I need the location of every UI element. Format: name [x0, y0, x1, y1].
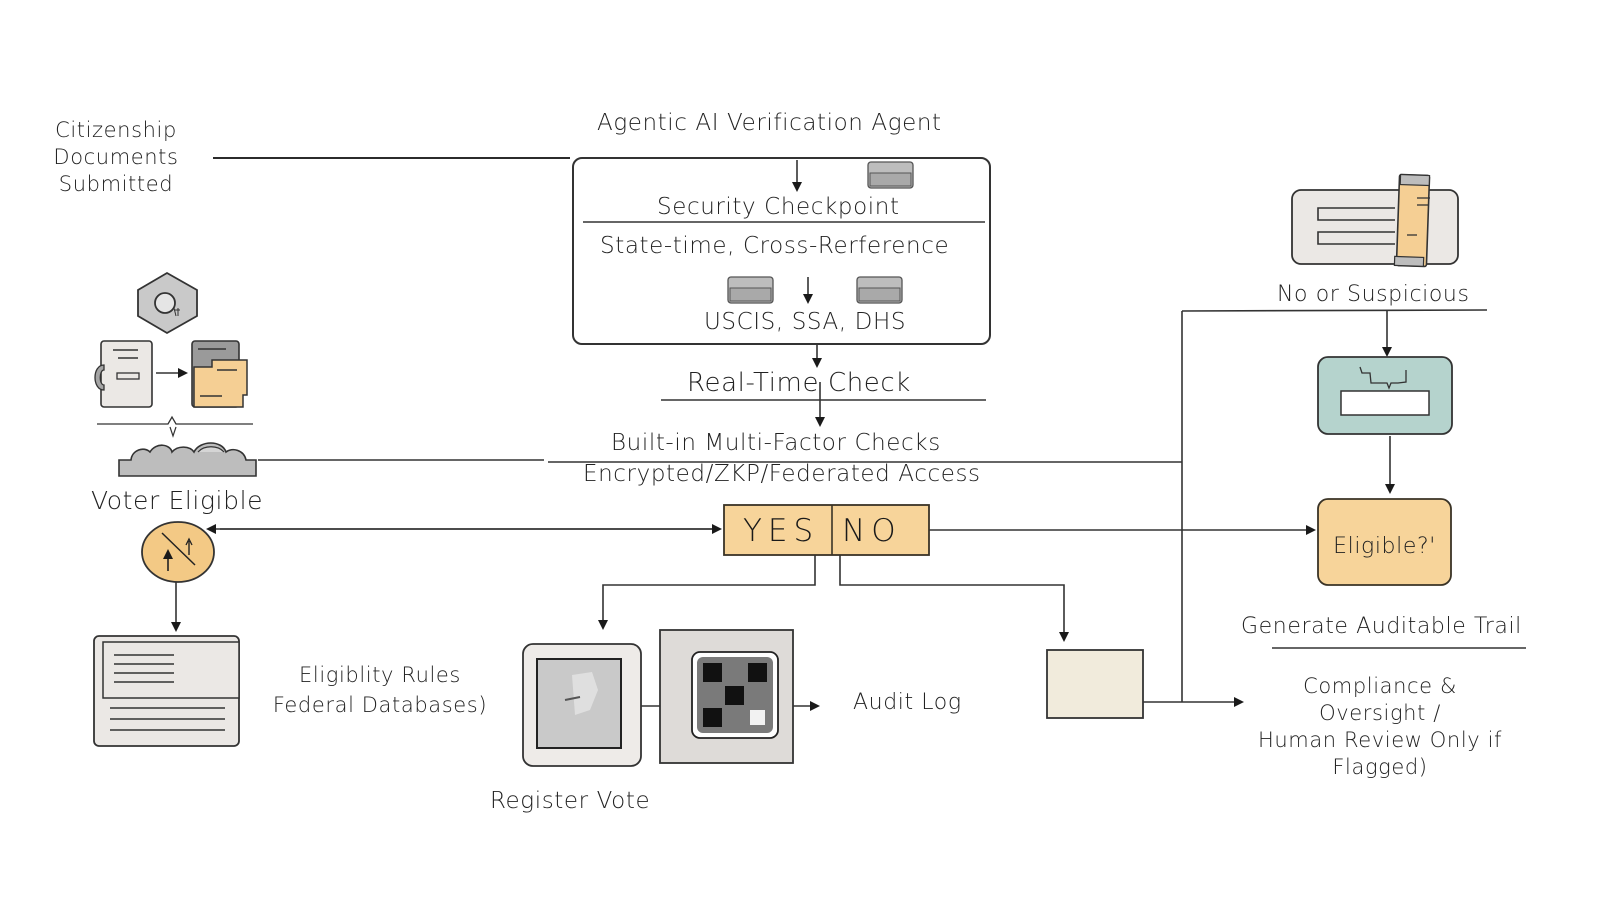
eligible-question-label: Eligible?'	[1333, 534, 1436, 559]
no-option: NO	[842, 513, 902, 549]
left-divider-notch	[169, 426, 177, 438]
multi-factor-label: Built-in Multi-Factor Checks	[611, 430, 941, 456]
lock-nut-icon	[137, 271, 198, 335]
compliance-label: Compliance & Oversight / Human Review On…	[1257, 674, 1502, 779]
id-card-icon	[1291, 173, 1459, 268]
arrow-yes-to-register	[598, 555, 816, 630]
connector-suspicious-branch	[1181, 309, 1488, 312]
citizenship-docs-label: Citizenship Documents Submitted	[53, 118, 179, 196]
real-time-check-label: Real-Time Check	[687, 368, 911, 398]
database-drive-icon	[867, 161, 914, 189]
document-transfer-icon	[94, 340, 153, 408]
agencies-label: USCIS, SSA, DHS	[704, 309, 907, 335]
record-box	[1046, 649, 1144, 719]
scanner-icon	[1317, 356, 1453, 435]
security-checkpoint-label: Security Checkpoint	[657, 194, 900, 220]
register-vote-label: Register Vote	[490, 788, 651, 814]
eligibility-rules-label: Eligiblity Rules Federal Databases)	[272, 663, 488, 717]
database-drive-icon	[727, 276, 774, 304]
voter-photo-icon	[522, 643, 642, 767]
voter-eligible-label: Voter Eligible	[91, 486, 264, 515]
eligible-decision-box	[1317, 498, 1452, 586]
yes-option: YES	[743, 513, 820, 549]
agent-title: Agentic AI Verification Agent	[597, 110, 942, 136]
yes-no-decision-box	[723, 504, 930, 556]
audit-log-label: Audit Log	[853, 690, 962, 715]
cross-reference-label: State-time, Cross-Rerference	[600, 233, 950, 259]
database-drive-icon	[856, 276, 903, 304]
left-divider	[97, 415, 253, 425]
generate-trail-label: Generate Auditable Trail	[1241, 614, 1522, 639]
no-or-suspicious-label: No or Suspicious	[1277, 282, 1470, 307]
cloud-server-icon	[118, 442, 257, 477]
transfer-arrows-icon	[141, 521, 215, 583]
encrypted-access-label: Encrypted/ZKP/Federated Access	[583, 461, 981, 487]
eligibility-document-icon	[93, 635, 240, 747]
qr-code-icon	[659, 629, 794, 764]
arrow-no-to-record	[839, 555, 1069, 642]
folder-icon	[191, 340, 248, 408]
